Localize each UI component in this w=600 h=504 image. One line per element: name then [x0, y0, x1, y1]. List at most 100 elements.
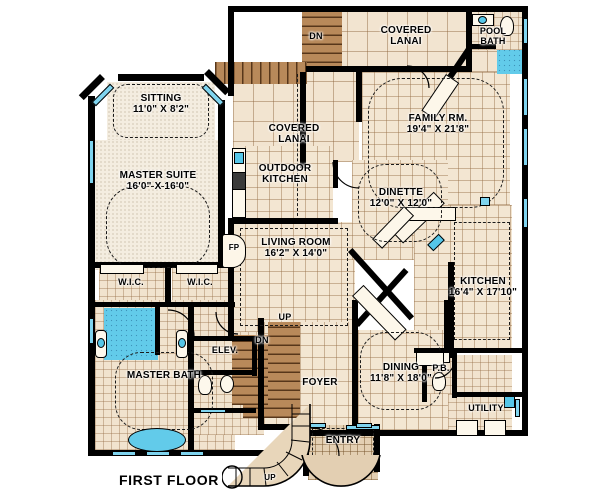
label-stair-dn-lanai: DN	[309, 31, 323, 41]
wall-outdoor-kitchen-bottom	[228, 218, 338, 224]
wall-masterbath-shower-r	[155, 305, 160, 355]
wall-foyer-left	[258, 318, 264, 430]
fireplace	[222, 234, 246, 268]
label-master-bath: MASTER BATH	[126, 370, 202, 381]
wall-kitchen-bottom	[414, 348, 522, 353]
tray-dinette	[358, 164, 442, 242]
wall-foyer-bottom	[258, 424, 310, 430]
wall-kitchen-left	[448, 262, 454, 358]
window-master-left[interactable]	[89, 140, 94, 184]
floor-outdoor-kitchen	[233, 146, 333, 224]
master-sink-left	[97, 338, 105, 348]
tray-covered-lanai-left	[240, 74, 298, 216]
label-utility: UTILITY	[468, 403, 504, 413]
wall-pb-right	[452, 352, 457, 398]
stair-landing-lanai	[215, 62, 307, 84]
wall-elev-top	[194, 336, 256, 341]
door-swing-dinette	[333, 160, 338, 188]
label-elevator: ELEV.	[211, 345, 239, 355]
stair-up-main	[268, 322, 300, 418]
label-pool-bath: POOL BATH	[479, 26, 507, 46]
label-entry: ENTRY	[325, 435, 361, 446]
wall-elev-right	[252, 336, 257, 376]
label-dining-name: DINING	[382, 362, 420, 373]
master-shower	[104, 308, 158, 360]
label-covered-lanai-top: COVERED LANAI	[380, 25, 432, 47]
exterior-wall-lanai-top	[228, 6, 304, 12]
label-sitting: SITTING 11'0" X 8'2"	[113, 93, 209, 116]
label-wic-left: W.I.C.	[118, 277, 144, 287]
window-family-right-a[interactable]	[523, 78, 528, 116]
wall-sitting-top	[118, 74, 204, 81]
wall-poolbath-left	[466, 6, 472, 72]
label-sitting-name: SITTING	[140, 93, 182, 104]
tray-dining	[360, 332, 442, 410]
label-living-room-dims: 16'2" X 14'0"	[264, 247, 328, 259]
wall-family-top	[306, 66, 468, 72]
window-masterbath-bottom-a[interactable]	[112, 451, 136, 456]
label-foyer: FOYER	[302, 377, 338, 388]
wic-left-shelf	[100, 264, 144, 274]
label-powder-bath: P.B.	[432, 363, 450, 373]
utility-appliance-b	[484, 420, 506, 436]
window-masterbath-left[interactable]	[89, 318, 94, 344]
plan-title: FIRST FLOOR	[119, 472, 219, 488]
wall-lanai-divider	[300, 72, 306, 168]
label-kitchen-name: KITCHEN	[460, 276, 506, 287]
exterior-wall-left-upper	[88, 96, 95, 456]
tray-master-suite	[106, 186, 210, 268]
wall-elev-bottom	[194, 370, 256, 375]
tray-kitchen	[454, 222, 510, 340]
wall-utility-top	[452, 392, 522, 397]
exterior-wall-lanai-left	[228, 6, 234, 96]
label-dining-dims: 11'8" X 18'0"	[370, 372, 432, 384]
exterior-wall-top	[300, 6, 528, 12]
label-covered-lanai-left: COVERED LANAI	[268, 123, 320, 145]
outdoor-kitchen-grill	[232, 172, 246, 190]
window-elev-hall-bottom[interactable]	[200, 409, 226, 413]
label-wic-right: W.I.C.	[187, 277, 213, 287]
window-family-right-b[interactable]	[523, 128, 528, 166]
wic-right-shelf	[176, 264, 218, 274]
master-bidet	[220, 375, 234, 393]
label-master-suite: MASTER SUITE 16'0" X 16'0"	[108, 170, 208, 193]
utility-sink	[504, 396, 515, 408]
label-dinette-dims: 12'0" X 12'0"	[369, 197, 433, 209]
label-dinette: DINETTE 12'0" X 12'0"	[356, 187, 446, 210]
entry-curved-porch	[301, 455, 381, 487]
label-fireplace: FP	[228, 243, 240, 252]
label-stair-up-main: UP	[278, 312, 292, 322]
master-tub	[128, 428, 186, 452]
label-kitchen: KITCHEN 16'4" X 17'10"	[440, 276, 526, 299]
tray-sitting	[113, 84, 209, 138]
entry-curved-stair	[222, 404, 311, 489]
utility-appliance-a	[456, 420, 478, 436]
window-kitchen-top[interactable]	[480, 197, 490, 206]
wall-master-right	[218, 100, 225, 268]
label-stair-dn-main: DN	[255, 335, 269, 345]
label-sitting-dims: 11'0" X 8'2"	[132, 103, 190, 115]
label-outdoor-kitchen: OUTDOOR KITCHEN	[258, 163, 312, 185]
exterior-wall-bottom-right	[300, 430, 528, 436]
master-sink-right	[178, 338, 186, 348]
wall-entry-right	[374, 424, 380, 472]
floor-living-room	[233, 222, 355, 332]
kitchen-pantry	[416, 352, 444, 366]
label-kitchen-dims: 16'4" X 17'10"	[448, 286, 518, 298]
tray-family-room	[368, 78, 504, 208]
master-toilet	[198, 375, 212, 395]
poolbath-sink	[478, 16, 487, 24]
label-living-room-name: LIVING ROOM	[261, 237, 331, 248]
label-living-room: LIVING ROOM 16'2" X 14'0"	[248, 237, 344, 260]
label-stair-up-entry: UP	[264, 473, 276, 482]
label-dining: DINING 11'8" X 18'0"	[358, 362, 444, 385]
window-masterbath-bottom-c[interactable]	[180, 451, 204, 456]
wall-dining-left	[352, 300, 358, 430]
window-utility-right[interactable]	[515, 399, 520, 417]
window-poolbath-right[interactable]	[523, 18, 528, 44]
window-entry-top-right[interactable]	[356, 423, 372, 428]
wall-wic-divider	[165, 262, 171, 306]
window-kitchen-right[interactable]	[523, 198, 528, 228]
label-dinette-name: DINETTE	[378, 187, 424, 198]
